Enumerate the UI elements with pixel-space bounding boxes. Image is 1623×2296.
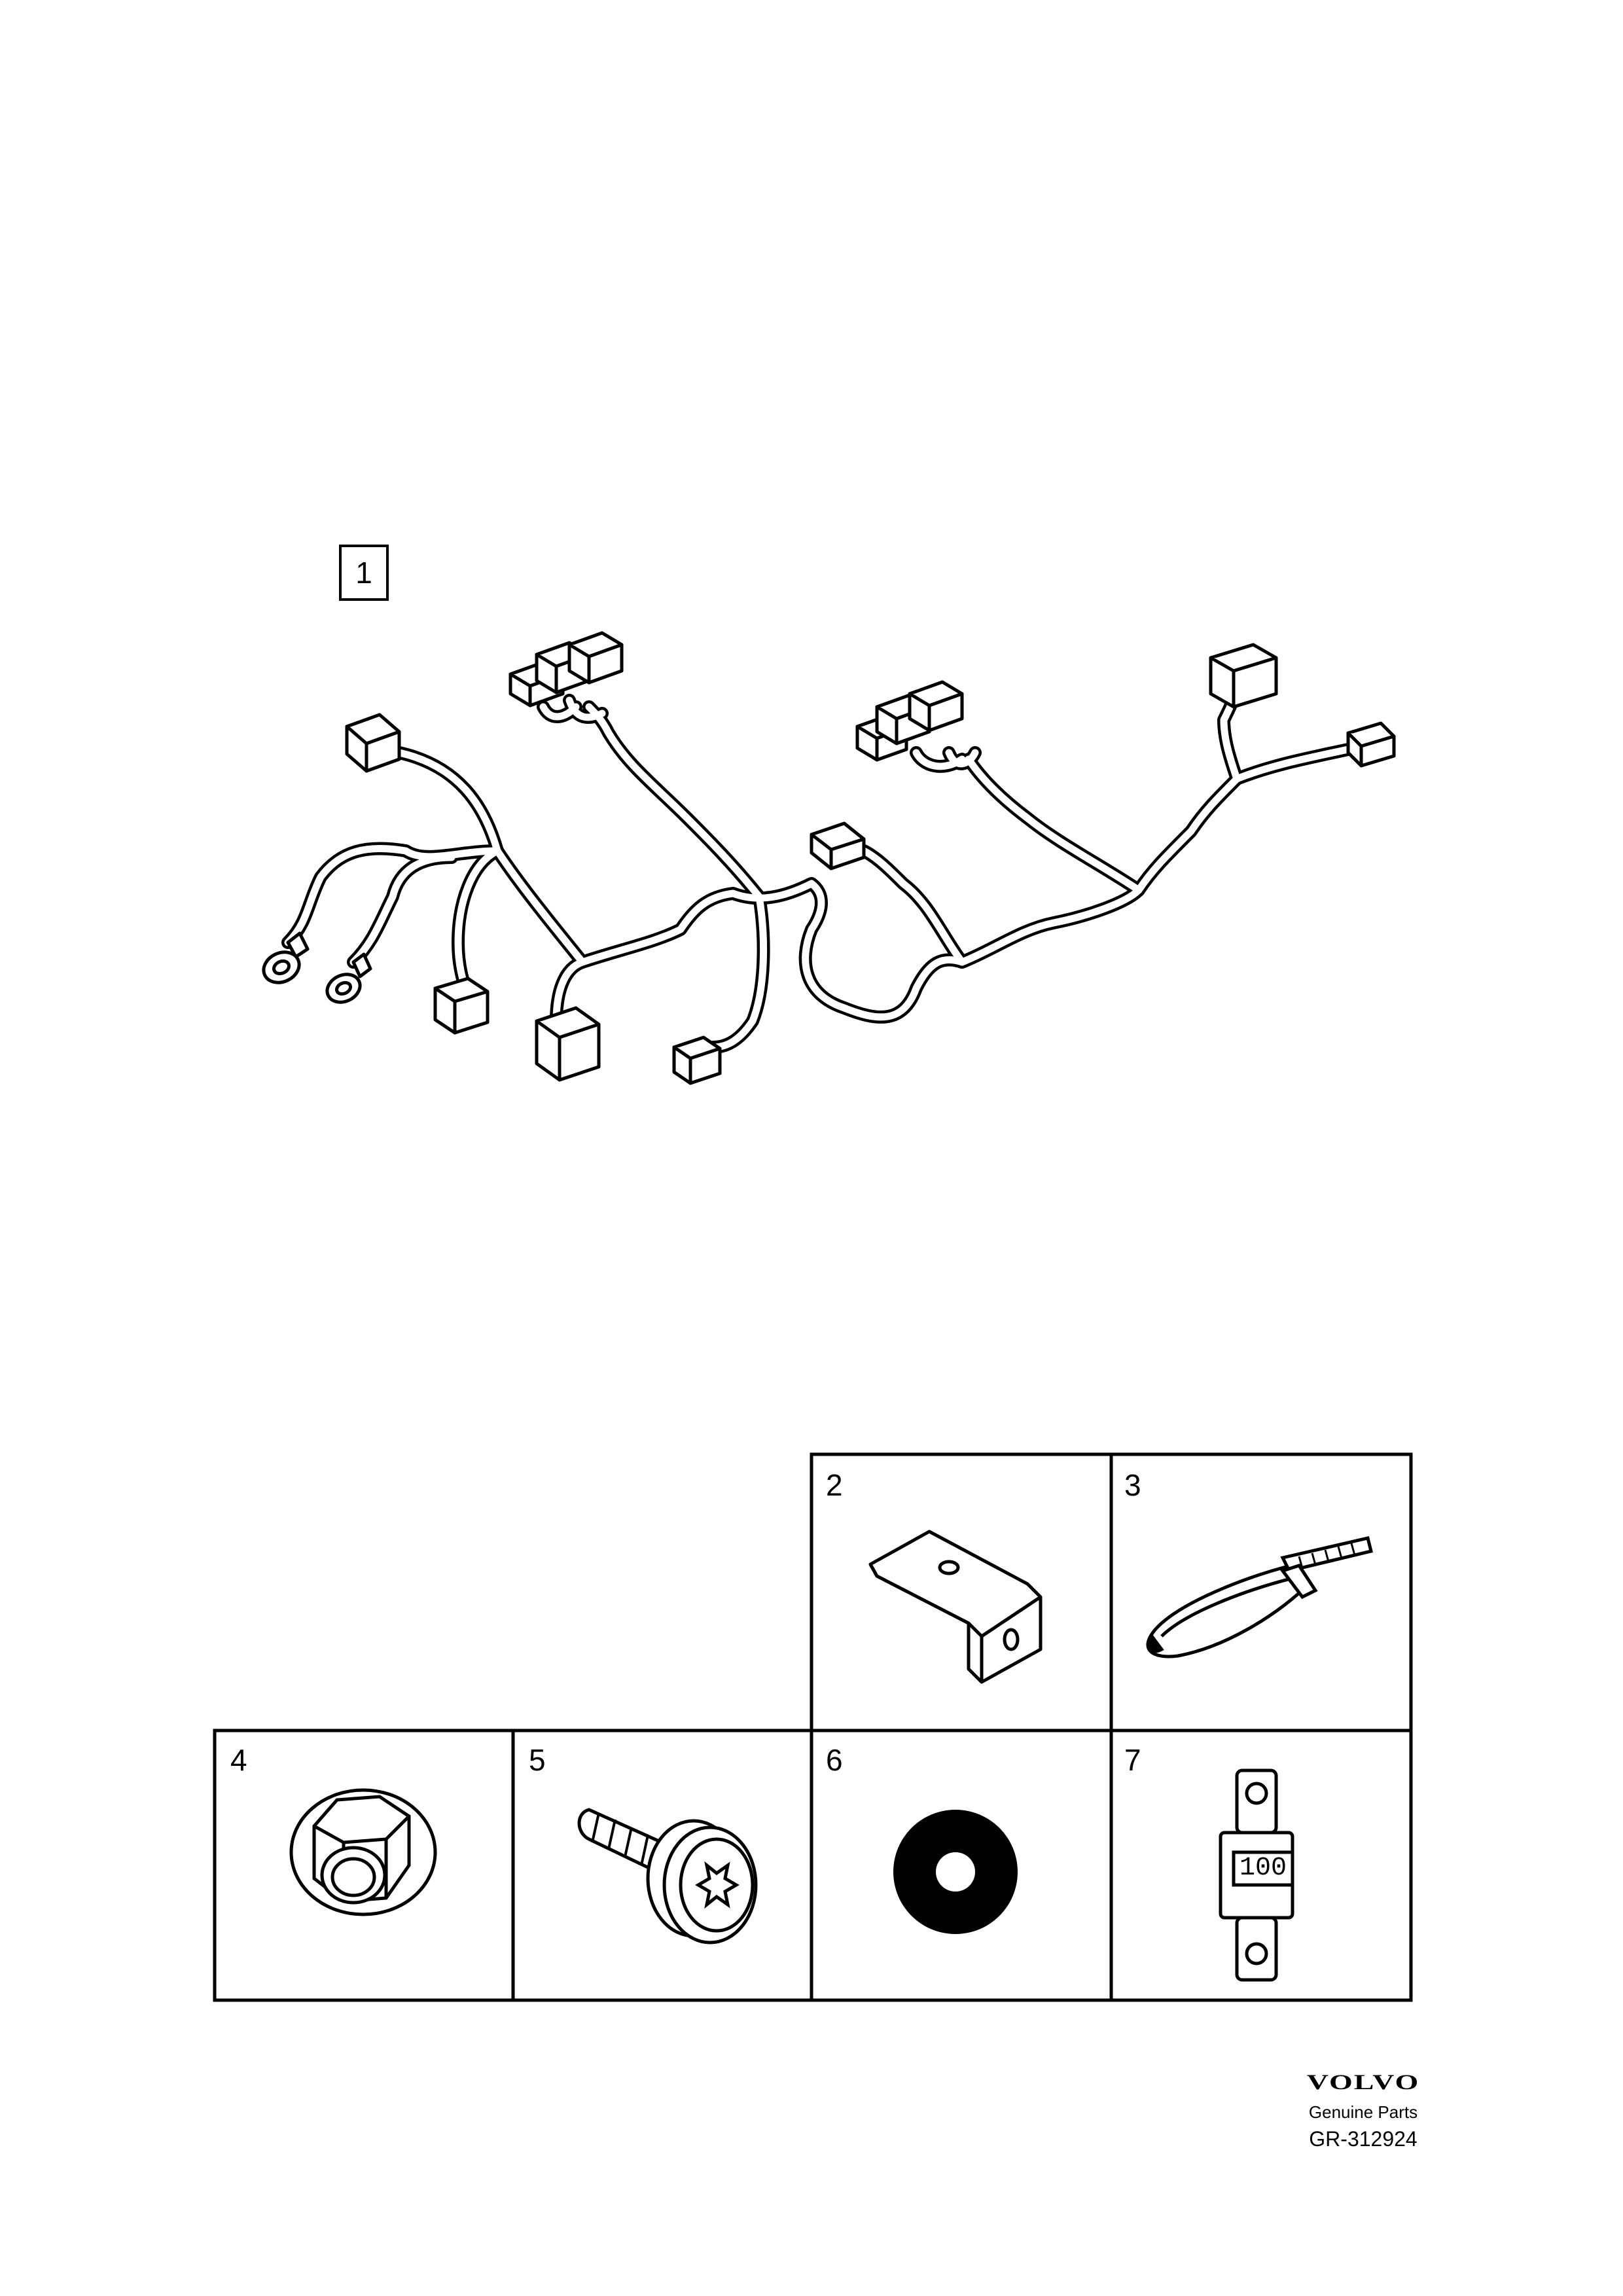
washer-illustration	[893, 1810, 1018, 1934]
fuse-rating: 100	[1239, 1854, 1287, 1883]
item-1-label: 1	[339, 545, 389, 601]
part-7-number: 7	[1124, 1743, 1141, 1777]
brand-logo: VOLVO	[1306, 2070, 1420, 2094]
cable-tie-illustration	[1146, 1536, 1374, 1659]
flange-nut-illustration	[289, 1788, 437, 1916]
bracket-illustration	[868, 1530, 1043, 1684]
parts-grid-lines	[213, 1452, 1413, 2002]
part-2-number: 2	[826, 1468, 843, 1502]
part-4-number: 4	[230, 1743, 247, 1777]
diagram-code: GR-312924	[1309, 2127, 1418, 2151]
part-3-number: 3	[1124, 1468, 1141, 1502]
fuse-illustration	[1219, 1768, 1294, 1982]
brand-subtitle: Genuine Parts	[1308, 2102, 1418, 2122]
part-6-number: 6	[826, 1743, 843, 1777]
torx-screw-illustration	[577, 1808, 758, 1945]
part-5-number: 5	[529, 1743, 546, 1777]
wiring-harness-illustration	[262, 631, 1396, 1085]
